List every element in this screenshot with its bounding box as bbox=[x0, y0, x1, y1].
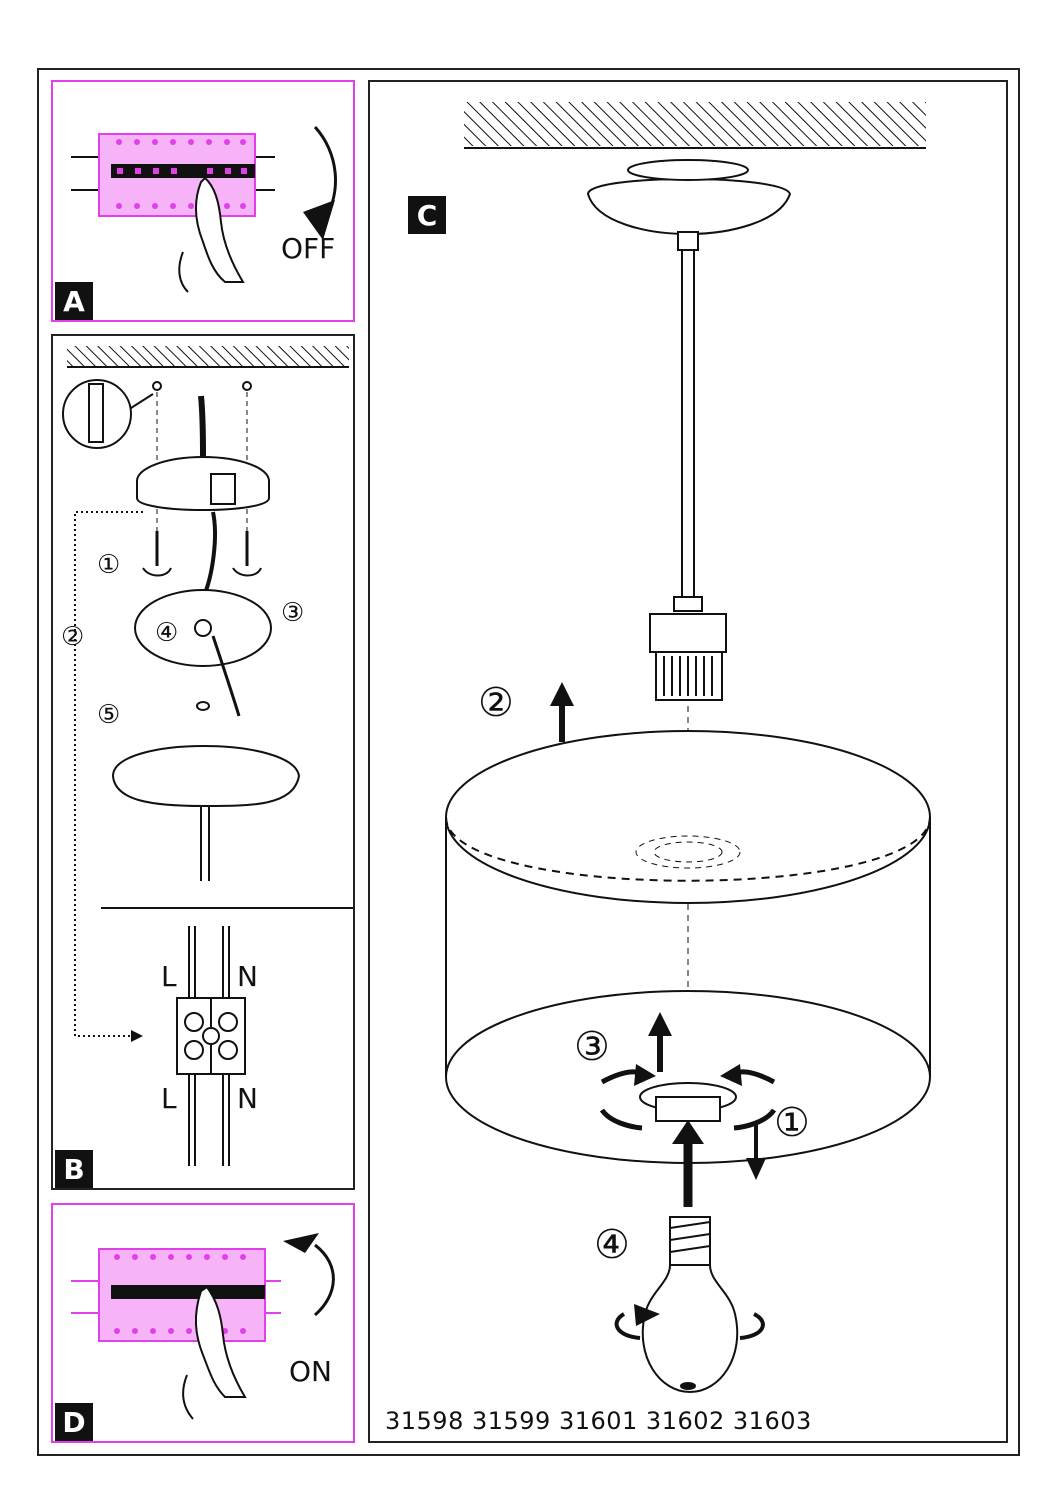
step-4-marker: ④ bbox=[155, 618, 179, 648]
wire-label-l-bottom: L bbox=[161, 1082, 177, 1115]
wire-label-n-top: N bbox=[237, 960, 258, 993]
off-label: OFF bbox=[281, 232, 336, 265]
panel-a-label: A bbox=[55, 282, 93, 320]
mounting-illustration bbox=[62, 346, 353, 1166]
wire-label-l-top: L bbox=[161, 960, 177, 993]
lamp-assembly-illustration bbox=[445, 102, 931, 1394]
step-4-marker: ④ bbox=[594, 1222, 630, 1268]
panel-c: C ② ③ ① ④ bbox=[368, 80, 1008, 1443]
step-1-marker: ① bbox=[97, 550, 121, 580]
panel-d: ON D bbox=[51, 1203, 355, 1443]
breaker-off-illustration bbox=[71, 125, 337, 293]
step-2-marker: ② bbox=[61, 622, 85, 652]
wire-label-n-bottom: N bbox=[237, 1082, 258, 1115]
product-codes: 31598 31599 31601 31602 31603 bbox=[385, 1407, 812, 1435]
page-frame bbox=[37, 68, 1020, 1456]
panel-d-label: D bbox=[55, 1403, 93, 1441]
breaker-on-illustration bbox=[71, 1233, 335, 1420]
step-1-marker: ① bbox=[774, 1100, 810, 1146]
panel-b: ① ② ③ ④ ⑤ L N L N B bbox=[51, 334, 355, 1190]
step-5-marker: ⑤ bbox=[97, 700, 121, 730]
on-label: ON bbox=[289, 1355, 332, 1388]
panel-b-label: B bbox=[55, 1150, 93, 1188]
step-2-marker: ② bbox=[478, 680, 514, 726]
panel-c-label: C bbox=[408, 196, 446, 234]
panel-a: OFF A bbox=[51, 80, 355, 322]
step-3-marker: ③ bbox=[574, 1024, 610, 1070]
step-3-marker: ③ bbox=[281, 598, 305, 628]
